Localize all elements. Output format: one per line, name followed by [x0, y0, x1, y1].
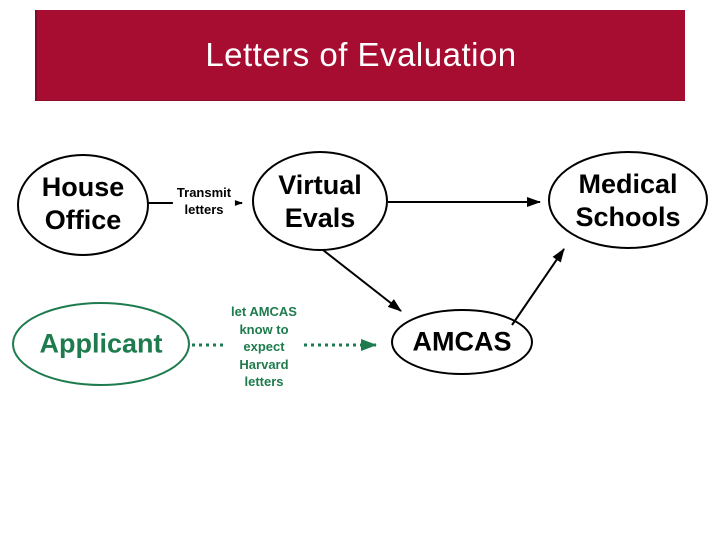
title-banner: Letters of Evaluation: [35, 10, 685, 101]
node-house-office: [17, 154, 149, 256]
node-virtual-evals: [252, 151, 388, 251]
edge-amcas-to-medical-schools: [511, 248, 565, 326]
node-amcas: [391, 309, 533, 375]
slide-title: Letters of Evaluation: [205, 36, 517, 73]
node-medical-schools: [548, 151, 708, 249]
node-applicant: [12, 302, 190, 386]
edge-virtual-evals-to-amcas: [322, 249, 402, 312]
